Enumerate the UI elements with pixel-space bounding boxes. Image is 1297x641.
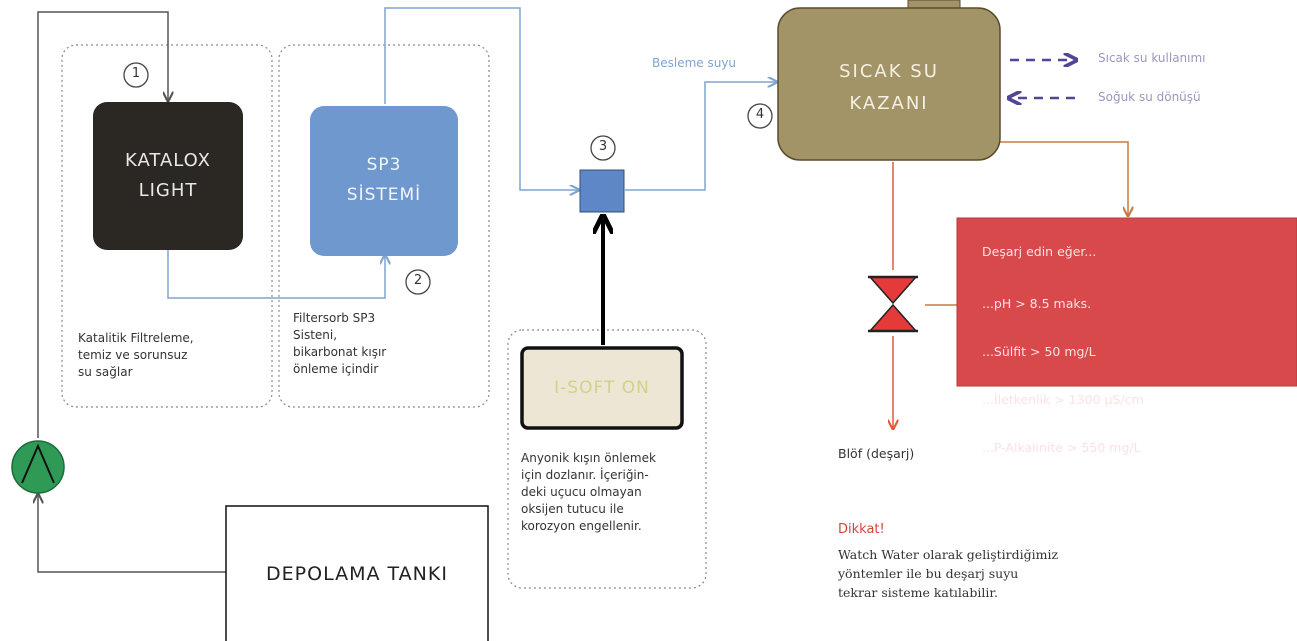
- feed-water-label: Besleme suyu: [652, 56, 737, 70]
- discharge-condition: ...İletkenlik > 1300 µS/cm: [982, 392, 1144, 407]
- step-1-label: 1: [131, 66, 141, 81]
- katalox-group-panel: [61, 44, 273, 408]
- discharge-title: Deşarj edin eğer...: [982, 244, 1097, 259]
- isoft-description: Anyonik kışın önlemek için dozlanır. İçe…: [521, 451, 656, 533]
- discharge-condition: ...P-Alkalinite > 550 mg/L: [982, 440, 1141, 455]
- discharge-conditions-box: [956, 217, 1297, 387]
- isoft-on-box: [520, 346, 684, 430]
- tank-title: DEPOLAMA TANKI: [266, 563, 448, 585]
- isoft-group-panel: [507, 329, 707, 589]
- step-2-label: 2: [413, 273, 423, 288]
- pipe-boiler-to-discharge: [1000, 141, 1128, 215]
- katalox-description: Katalitik Filtreleme, temiz ve sorunsuz …: [78, 331, 194, 379]
- valve-icon: [868, 275, 918, 333]
- pipe-sp3-to-dosing: [384, 7, 578, 190]
- dosing-point-icon: [579, 169, 625, 213]
- sp3-system-box: [310, 106, 458, 256]
- pipe-katalox-to-sp3: [167, 250, 385, 299]
- pipe-dosing-to-boiler: [625, 82, 776, 191]
- discharge-condition: ...pH > 8.5 maks.: [982, 296, 1092, 311]
- note-title: Dikkat!: [838, 522, 885, 537]
- note-text: Watch Water olarak geliştirdiğimiz yönte…: [838, 547, 1059, 600]
- pump-icon: [11, 440, 65, 494]
- sp3-group-panel: [278, 44, 490, 408]
- pipe-pump-to-katalox: [37, 11, 168, 438]
- hot-water-use-label: Sıcak su kullanımı: [1098, 51, 1206, 65]
- isoft-title: I-SOFT ON: [554, 378, 650, 398]
- step-3-circle: [590, 135, 616, 161]
- storage-tank: [225, 505, 489, 641]
- hot-water-boiler: [777, 7, 1001, 161]
- boiler-title: SICAK SU KAZANI: [839, 61, 939, 114]
- sp3-description: Filtersorb SP3 Sisteni, bikarbonat kışır…: [293, 311, 387, 376]
- katalox-title: KATALOX LIGHT: [124, 150, 212, 201]
- pipe-tank-to-pump: [38, 495, 226, 573]
- step-3-label: 3: [598, 139, 608, 154]
- step-4-label: 4: [755, 107, 765, 122]
- discharge-condition: ...Sülfit > 50 mg/L: [982, 344, 1096, 359]
- step-4-circle: [747, 103, 773, 129]
- blowdown-label: Blöf (deşarj): [838, 446, 915, 461]
- cold-water-return-label: Soğuk su dönüşü: [1098, 90, 1201, 104]
- sp3-title: SP3 SİSTEMİ: [346, 155, 422, 205]
- step-2-circle: [405, 269, 431, 295]
- katalox-light-box: [93, 102, 243, 250]
- step-1-circle: [123, 62, 149, 88]
- discharge-conditions-list: ...pH > 8.5 maks. ...Sülfit > 50 mg/L ..…: [982, 268, 1144, 484]
